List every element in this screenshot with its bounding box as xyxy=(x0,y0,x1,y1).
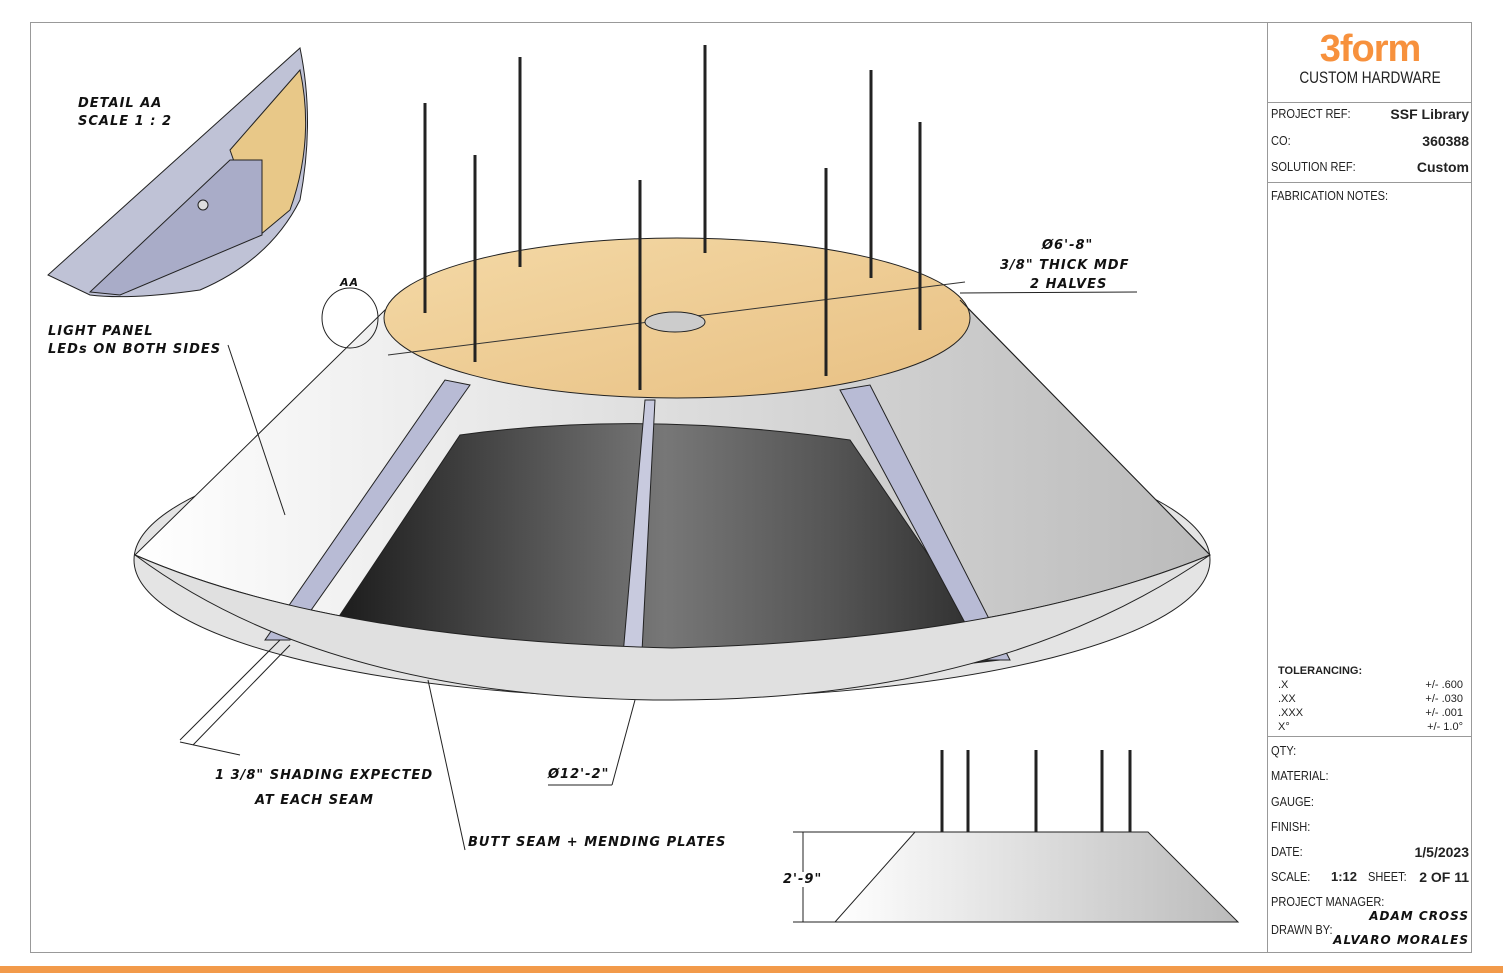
isometric-drawing xyxy=(47,45,1240,923)
project-ref-label: PROJECT REF: xyxy=(1271,106,1351,121)
date-value: 1/5/2023 xyxy=(1414,844,1470,860)
project-manager-value: ADAM CROSS xyxy=(1369,909,1469,923)
finish-label: FINISH: xyxy=(1271,819,1311,834)
scale-value: 1:12 xyxy=(1331,869,1358,884)
material-label: MATERIAL: xyxy=(1271,768,1329,783)
bottom-accent-strip xyxy=(0,966,1503,973)
project-manager-label: PROJECT MANAGER: xyxy=(1271,894,1385,909)
light-shade-body xyxy=(133,237,1211,701)
led-label: LEDs ON BOTH SIDES xyxy=(48,342,222,357)
shading-note: 1 3/8" SHADING EXPECTED xyxy=(215,768,434,783)
detail-scale: SCALE 1 : 2 xyxy=(78,114,172,129)
shading-note-2: AT EACH SEAM xyxy=(255,793,374,808)
detail-aa-view xyxy=(47,47,308,298)
light-panel-label: LIGHT PANEL xyxy=(48,324,154,339)
qty-label: QTY: xyxy=(1271,743,1297,758)
drawn-by-label: DRAWN BY: xyxy=(1271,922,1333,937)
gauge-label: GAUGE: xyxy=(1271,794,1314,809)
shade-diameter: Ø12'-2" xyxy=(548,767,610,782)
detail-marker-label: AA xyxy=(340,276,360,289)
project-ref-value: SSF Library xyxy=(1390,106,1469,122)
solution-ref-label: SOLUTION REF: xyxy=(1271,159,1356,174)
tol-key: .XX xyxy=(1278,693,1296,705)
sheet-label: SHEET: xyxy=(1368,869,1407,884)
tol-key: .X xyxy=(1278,679,1289,691)
tolerancing-table: TOLERANCING: .X +/- .600 .XX +/- .030 .XXX… xyxy=(1278,664,1463,734)
tol-key: .XXX xyxy=(1278,707,1304,719)
side-elevation-view xyxy=(793,750,1240,923)
title-block: 3form CUSTOM HARDWARE PROJECT REF: SSF Li… xyxy=(1267,22,1472,953)
height-dimension: 2'-9" xyxy=(783,872,823,887)
mdf-thickness: 3/8" THICK MDF xyxy=(1000,258,1130,273)
fabrication-notes-label: FABRICATION NOTES: xyxy=(1271,188,1389,203)
drawing-frame xyxy=(30,22,1472,953)
mdf-diameter: Ø6'-8" xyxy=(1042,238,1094,253)
company-logo: 3form CUSTOM HARDWARE xyxy=(1268,22,1472,103)
logo-brand: 3form xyxy=(1319,28,1422,70)
drawn-by-value: ALVARO MORALES xyxy=(1333,933,1469,947)
scale-label: SCALE: xyxy=(1271,869,1311,884)
tol-value: +/- .600 xyxy=(1425,679,1463,691)
co-label: CO: xyxy=(1271,133,1291,148)
date-label: DATE: xyxy=(1271,844,1303,859)
detail-marker-circle xyxy=(321,287,379,349)
mdf-halves: 2 HALVES xyxy=(1030,277,1108,292)
detail-title: DETAIL AA xyxy=(78,96,163,111)
tol-value: +/- 1.0° xyxy=(1427,721,1463,733)
logo-subtitle: CUSTOM HARDWARE xyxy=(1299,68,1441,87)
solution-ref-value: Custom xyxy=(1416,159,1469,175)
tolerancing-title: TOLERANCING: xyxy=(1278,665,1363,677)
tol-value: +/- .001 xyxy=(1425,707,1463,719)
threaded-rods xyxy=(423,45,922,390)
co-value: 360388 xyxy=(1422,133,1469,149)
tol-key: X° xyxy=(1278,721,1290,733)
butt-seam-note: BUTT SEAM + MENDING PLATES xyxy=(468,835,727,850)
sheet-value: 2 OF 11 xyxy=(1419,869,1469,885)
tol-value: +/- .030 xyxy=(1425,693,1463,705)
